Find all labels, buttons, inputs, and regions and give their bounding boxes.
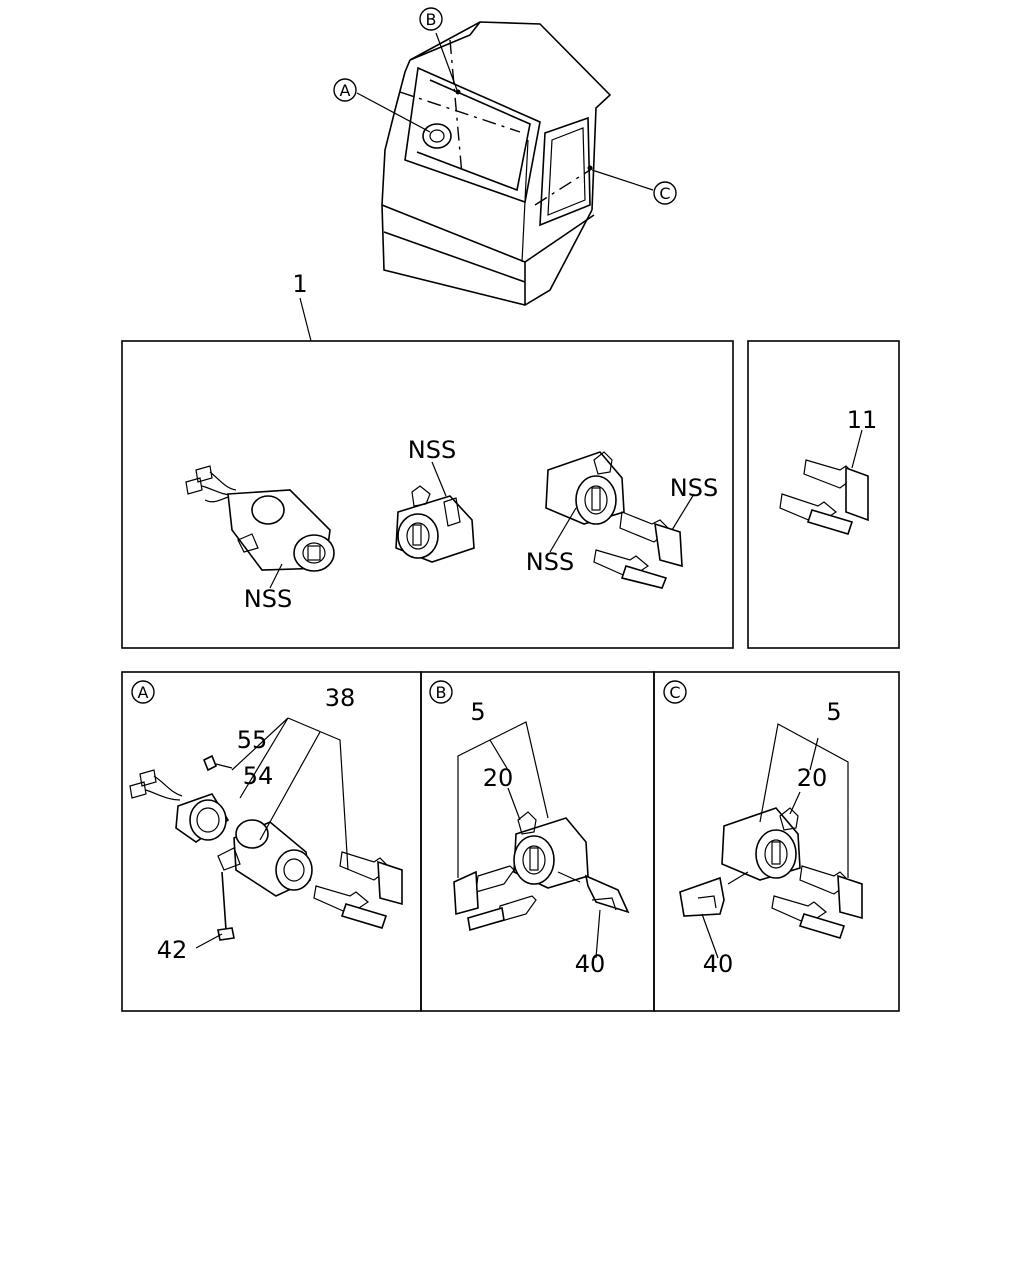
- ref-label-nss-4: NSS: [670, 474, 718, 502]
- panel-key: [747, 340, 900, 649]
- callout-b: B: [419, 7, 443, 31]
- door-lock-cylinder-part: [395, 461, 475, 563]
- ref-label-20-b: 20: [483, 764, 514, 792]
- svg-text:C: C: [659, 184, 670, 203]
- svg-text:B: B: [436, 683, 447, 702]
- leader-1: [299, 297, 312, 342]
- detail-panel-c: [653, 671, 900, 1012]
- ref-label-5-b: 5: [470, 698, 485, 726]
- callout-c: C: [653, 181, 677, 205]
- svg-text:C: C: [669, 683, 680, 702]
- detail-a-parts: [129, 717, 403, 949]
- ref-label-42: 42: [157, 936, 188, 964]
- key-part: [779, 429, 869, 535]
- ref-label-nss-3: NSS: [526, 548, 574, 576]
- detail-panel-c-tag: C: [663, 680, 687, 704]
- ref-label-54: 54: [243, 762, 274, 790]
- svg-text:A: A: [138, 683, 149, 702]
- detail-c-parts: [679, 723, 863, 959]
- ref-label-nss-1: NSS: [244, 585, 292, 613]
- detail-b-parts: [453, 721, 630, 959]
- truck-cab-illustration: [356, 21, 654, 306]
- svg-text:A: A: [340, 81, 351, 100]
- detail-panel-b-tag: B: [429, 680, 453, 704]
- ref-label-20-c: 20: [797, 764, 828, 792]
- ignition-switch-part: [185, 465, 335, 589]
- ref-label-55: 55: [237, 726, 268, 754]
- lock-cylinder-with-keys-part: [545, 451, 625, 553]
- ref-label-nss-2: NSS: [408, 436, 456, 464]
- ref-label-40-c: 40: [703, 950, 734, 978]
- key-pair-part: [593, 493, 695, 589]
- ref-label-38: 38: [325, 684, 356, 712]
- ref-label-40-b: 40: [575, 950, 606, 978]
- ref-label-5-c: 5: [826, 698, 841, 726]
- ref-label-1: 1: [292, 270, 307, 298]
- panel-lock-set: [121, 340, 734, 649]
- detail-panel-a-tag: A: [131, 680, 155, 704]
- ref-label-11: 11: [847, 406, 878, 434]
- svg-text:B: B: [426, 10, 437, 29]
- callout-a: A: [333, 78, 357, 102]
